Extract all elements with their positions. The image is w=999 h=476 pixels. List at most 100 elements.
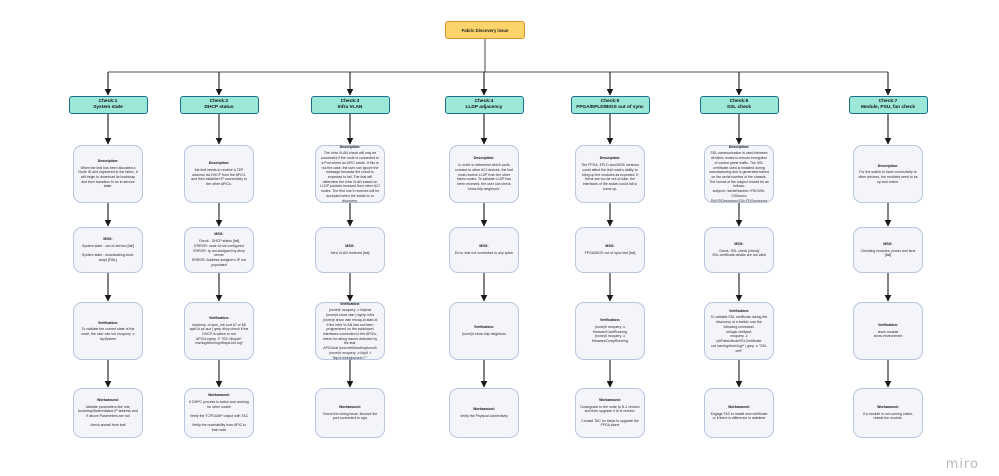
check-number: Check:4 xyxy=(474,98,494,104)
msg-text: System state - out-of-service [fail] Sys… xyxy=(81,243,135,263)
check-3-verification-card[interactable]: Verification: (none)# moquery -c lldpInst… xyxy=(315,302,385,360)
check-number: Check:1 xyxy=(98,98,118,104)
root-node[interactable]: Fabric Discovery issue xyxy=(445,21,525,39)
check-number: Check:3 xyxy=(340,98,360,104)
connector-lines xyxy=(104,39,892,388)
msg-text: FPGA/BIOS out of sync test [fail] xyxy=(584,251,636,255)
workaround-text: Check the wiring issue, Bounce the port … xyxy=(322,411,378,421)
verification-text: tcpdump -ni kpm_inb port 67 or 68 apic1#… xyxy=(189,322,249,346)
check-6-description-card[interactable]: Description: SSL communication is used be… xyxy=(704,145,774,203)
check-1-msg-card[interactable]: MSG:System state - out-of-service [fail]… xyxy=(73,227,143,273)
msg-heading: MSG: xyxy=(103,237,113,242)
check-1-workaround-card[interactable]: Workaround:Validate parameters like role… xyxy=(73,388,143,438)
check-4-verification-card[interactable]: Verification: (none)# show lldp neighbors xyxy=(449,302,519,360)
check-6-msg-card[interactable]: MSG:Check- SSL check [check] SSL certifi… xyxy=(704,227,774,273)
workaround-text: Downgrade to the node to N-1 version and… xyxy=(580,404,640,428)
check-title: FPGA/EPLD/BIOS out of sync xyxy=(576,105,644,110)
verification-heading: Verification: xyxy=(339,301,361,306)
verification-heading: Verification: xyxy=(97,320,119,325)
check-6-verification-card[interactable]: Verification:To validate SSL certificate… xyxy=(704,302,774,360)
workaround-text: Verify the Physical connectivity xyxy=(460,414,508,418)
description-heading: Description: xyxy=(728,144,750,149)
check-2-workaround-card[interactable]: Workaround:If DHPC process is active and… xyxy=(184,388,254,438)
check-5-msg-card[interactable]: MSG: FPGA/BIOS out of sync test [fail] xyxy=(575,227,645,273)
check-1-verification-card[interactable]: Verification: To validate the current sta… xyxy=(73,302,143,360)
check-3-description-card[interactable]: Description: The Infra VLAN check will on… xyxy=(315,145,385,203)
workaround-heading: Workaround: xyxy=(473,407,495,412)
check-7-msg-card[interactable]: MSG: Checking modules, power and fans [fa… xyxy=(853,227,923,273)
check-2-verification-card[interactable]: Verification: tcpdump -ni kpm_inb port 67… xyxy=(184,302,254,360)
workaround-heading: Workaround: xyxy=(728,404,750,409)
check-4-msg-card[interactable]: MSG: Error: leaf not connected to any spi… xyxy=(449,227,519,273)
check-6-workaround-card[interactable]: Workaround: Engage TAC to install new cer… xyxy=(704,388,774,438)
msg-text: Error: leaf not connected to any spine xyxy=(454,251,514,255)
description-text: SSL communication is used between all fa… xyxy=(709,151,769,203)
msg-heading: MSG: xyxy=(605,244,615,249)
verification-text: To validate the current state of the nod… xyxy=(81,327,135,341)
check-1-description-card[interactable]: Description: When the leaf has been alloc… xyxy=(73,145,143,203)
msg-heading: MSG: xyxy=(214,232,224,237)
description-heading: Description: xyxy=(473,156,495,161)
workaround-text: Engage TAC to install new certificate or… xyxy=(710,411,768,421)
check-number: Check:7 xyxy=(878,98,898,104)
description-text: The Infra VLAN check will only be succes… xyxy=(320,151,380,203)
check-title: SSL check xyxy=(726,105,752,110)
root-title: Fabric Discovery issue xyxy=(461,27,509,33)
description-heading: Description: xyxy=(97,158,119,163)
check-5-verification-card[interactable]: Verification:(none)# moquery -c firmware… xyxy=(575,302,645,360)
workaround-heading: Workaround: xyxy=(339,404,361,409)
check-number: Check:6 xyxy=(729,98,749,104)
check-3-workaround-card[interactable]: Workaround: Check the wiring issue, Bounc… xyxy=(315,388,385,438)
check-title: Infra VLAN xyxy=(337,105,363,110)
description-heading: Description: xyxy=(339,144,361,149)
description-text: For the switch to have connectivity to o… xyxy=(858,170,918,184)
check-7-workaround-card[interactable]: Workaround: If a module is not coming onl… xyxy=(853,388,923,438)
msg-heading: MSG: xyxy=(883,241,893,246)
check-title: LLDP adjacency xyxy=(465,105,503,110)
check-2-msg-card[interactable]: MSG: Check - DHCP status [fail] ERROR: no… xyxy=(184,227,254,273)
description-heading: Description: xyxy=(599,156,621,161)
check-7-description-card[interactable]: Description: For the switch to have conne… xyxy=(853,145,923,203)
check-5-description-card[interactable]: Description: The FPGA, EPLD and BIOS vers… xyxy=(575,145,645,203)
verification-text: (none)# moquery -c lldpInst (none)# show… xyxy=(322,308,378,360)
description-text: the leaf needs to receive a TEP address … xyxy=(191,167,247,187)
msg-heading: MSG: xyxy=(479,244,489,249)
verification-heading: Verification: xyxy=(473,325,495,330)
verification-heading: Verification: xyxy=(599,318,621,323)
check-title: DHCP status xyxy=(204,105,234,110)
workaround-heading: Workaround: xyxy=(877,404,899,409)
check-title: System state xyxy=(93,105,123,110)
miro-watermark: miro xyxy=(945,457,979,472)
msg-text: Check - DHCP status [fail] ERROR: node I… xyxy=(192,239,246,267)
check-4-description-card[interactable]: Description:In order to determine which … xyxy=(449,145,519,203)
verification-text: (none)# show lldp neighbors xyxy=(462,332,506,336)
workaround-heading: Workaround: xyxy=(599,397,621,402)
verification-heading: Verification: xyxy=(208,315,230,320)
check-5-workaround-card[interactable]: Workaround: Downgrade to the node to N-1 … xyxy=(575,388,645,438)
workaround-text: Validate parameters like role, bootstrap… xyxy=(78,404,138,428)
description-text: When the leaf has been allocated a Node … xyxy=(78,165,138,189)
description-heading: Description: xyxy=(877,163,899,168)
description-heading: Description: xyxy=(208,161,230,166)
check-2-description-card[interactable]: Description:the leaf needs to receive a … xyxy=(184,145,254,203)
msg-heading: MSG: xyxy=(345,244,355,249)
workaround-heading: Workaround: xyxy=(208,393,230,398)
workaround-text: If a module is not coming online, reseat… xyxy=(862,411,914,421)
check-7-verification-card[interactable]: Verification: show module show environmen… xyxy=(853,302,923,360)
msg-text: Infra VLAN received [fail] xyxy=(330,251,370,255)
check-3-msg-card[interactable]: MSG: Infra VLAN received [fail] xyxy=(315,227,385,273)
msg-text: Checking modules, power and fans [fail] xyxy=(860,248,916,258)
check-number: Check:5 xyxy=(600,98,620,104)
description-text: The FPGA, EPLD and BIOS versions could a… xyxy=(581,163,639,191)
verification-text: show module show environment xyxy=(873,329,903,339)
check-4-workaround-card[interactable]: Workaround: Verify the Physical connectiv… xyxy=(449,388,519,438)
verification-heading: Verification: xyxy=(877,322,899,327)
